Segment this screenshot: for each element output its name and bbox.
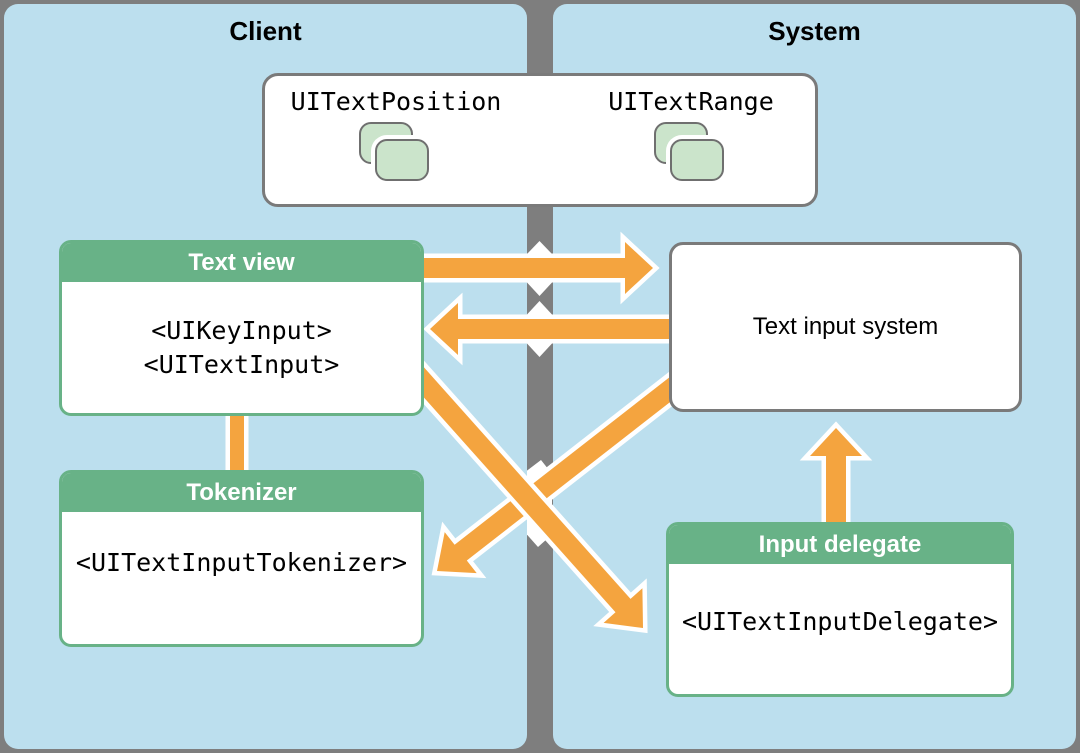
text-view-box: Text view <UIKeyInput> <UITextInput> — [59, 240, 424, 416]
uitextinputdelegate-protocol: <UITextInputDelegate> — [681, 607, 999, 636]
tokenizer-header: Tokenizer — [62, 473, 421, 512]
text-input-system-box: Text input system — [669, 242, 1022, 412]
input-delegate-header: Input delegate — [669, 525, 1011, 564]
object-card-front — [670, 139, 724, 181]
tokenizer-box: Tokenizer <UITextInputTokenizer> — [59, 470, 424, 647]
uitextrange-label: UITextRange — [608, 87, 774, 116]
client-panel-title: Client — [229, 16, 302, 46]
system-panel-title: System — [768, 16, 861, 46]
text-input-system-label: Text input system — [752, 313, 939, 340]
position-range-box: UITextPosition UITextRange — [262, 73, 818, 207]
uitextinputtokenizer-protocol: <UITextInputTokenizer> — [75, 548, 408, 577]
uitextposition-label: UITextPosition — [290, 87, 502, 116]
uitextinput-protocol: <UITextInput> — [143, 349, 340, 379]
uitextposition-item: UITextPosition — [265, 76, 527, 186]
text-view-protocols: <UIKeyInput> <UITextInput> — [62, 282, 421, 413]
object-card-front — [375, 139, 429, 181]
uitextrange-item: UITextRange — [567, 76, 815, 186]
tokenizer-protocols: <UITextInputTokenizer> — [62, 512, 421, 644]
stacked-objects-icon — [359, 122, 433, 186]
input-delegate-protocols: <UITextInputDelegate> — [669, 564, 1011, 694]
input-delegate-box: Input delegate <UITextInputDelegate> — [666, 522, 1014, 697]
uikeyinput-protocol: <UIKeyInput> — [151, 315, 332, 345]
stacked-objects-icon — [654, 122, 728, 186]
text-view-header: Text view — [62, 243, 421, 282]
